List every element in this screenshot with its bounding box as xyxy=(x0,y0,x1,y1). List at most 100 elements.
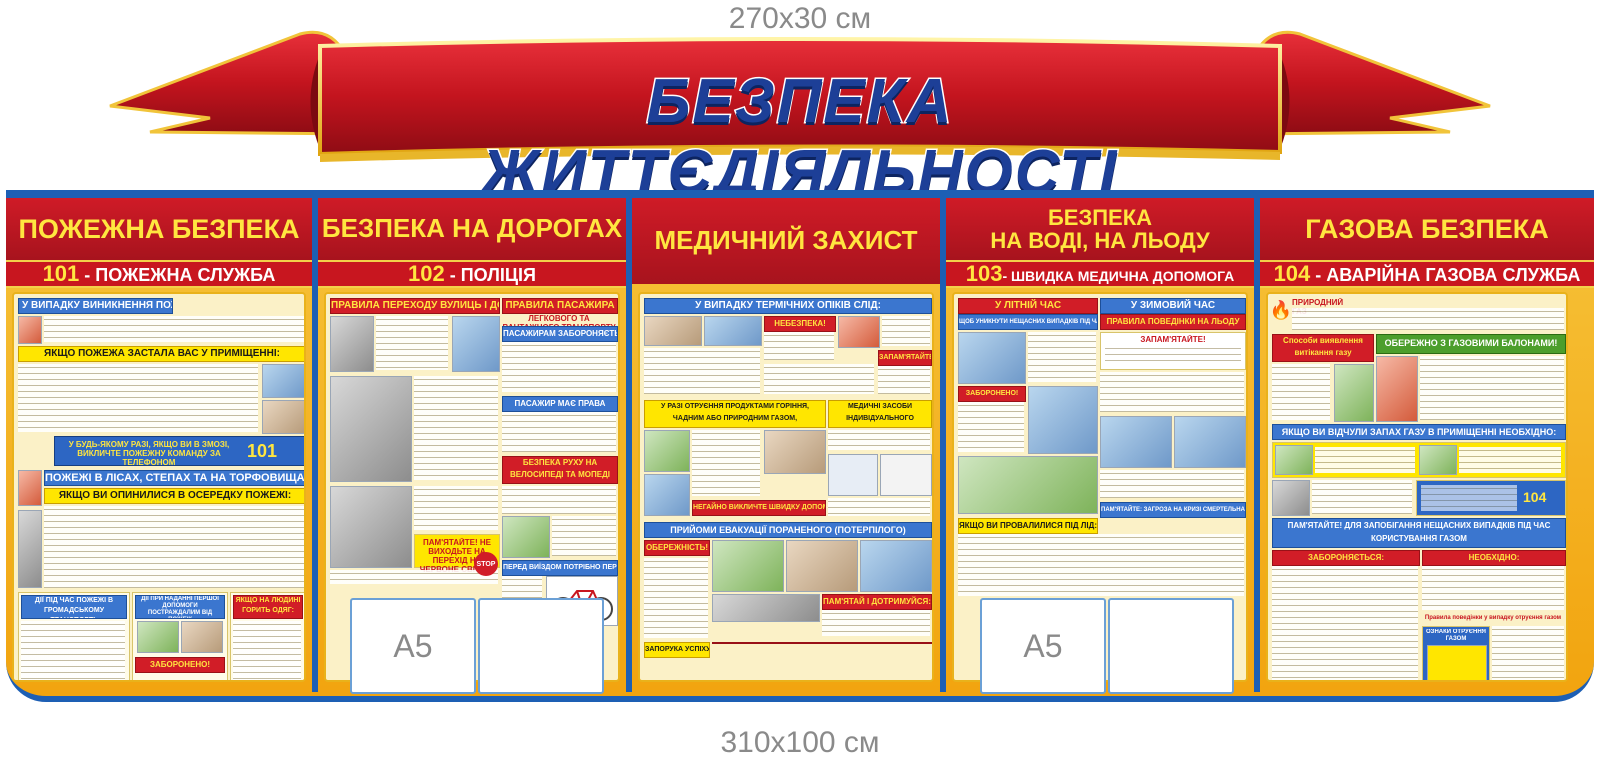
text-lines xyxy=(764,332,834,360)
gas-actions-box xyxy=(1272,442,1566,478)
illustration xyxy=(502,516,550,558)
text-lines xyxy=(414,376,498,480)
illustration xyxy=(262,400,304,434)
block-heading: У ЛІТНІЙ ЧАС xyxy=(958,298,1098,314)
fire-extinguisher-icon xyxy=(18,316,42,344)
call-gas-service-box: 104 xyxy=(1416,480,1566,516)
emergency-service: - ПОЖЕЖНА СЛУЖБА xyxy=(79,265,276,285)
panel-title: МЕДИЧНИЙ ЗАХИСТ xyxy=(632,198,940,284)
text-lines xyxy=(958,402,1024,452)
text-lines xyxy=(692,430,760,496)
illustration xyxy=(1419,445,1457,475)
emergency-service: - ШВИДКА МЕДИЧНА ДОПОМОГА xyxy=(1002,268,1235,284)
required-label: НЕОБХІДНО: xyxy=(1422,550,1566,566)
danger-label: НЕБЕЗПЕКА! xyxy=(764,316,836,332)
emergency-number-bar: 102 - ПОЛІЦІЯ xyxy=(318,260,626,288)
text-lines xyxy=(552,516,616,556)
a5-pocket: A5 xyxy=(350,598,476,694)
a5-pocket: A5 xyxy=(980,598,1106,694)
poisoning-rules-label: Правила поведінки у випадку отруєння газ… xyxy=(1424,615,1562,621)
text-lines xyxy=(828,498,930,516)
block-heading: ОБЕРЕЖНО З ГАЗОВИМИ БАЛОНАМИ! xyxy=(1376,334,1566,354)
lifeguard-illustration xyxy=(1028,386,1098,454)
emergency-number: 104 xyxy=(1273,261,1311,286)
illustration xyxy=(1334,364,1374,422)
text-lines xyxy=(878,366,930,394)
panel-fire-safety: ПОЖЕЖНА БЕЗПЕКА 101 - ПОЖЕЖНА СЛУЖБА У В… xyxy=(6,198,312,688)
text-lines xyxy=(1272,364,1330,420)
illustration xyxy=(644,430,690,472)
block-heading: ПАСАЖИРАМ ЗАБОРОНЯЄТЬСЯ: xyxy=(502,326,618,342)
panel-content: 🔥 ПРИРОДНИЙ ГАЗ Способи виявлення витіка… xyxy=(1266,292,1568,682)
ice-illustration xyxy=(1174,416,1246,468)
panel-medical-protection: МЕДИЧНИЙ ЗАХИСТ У ВИПАДКУ ТЕРМІЧНИХ ОПІК… xyxy=(632,198,940,688)
text-lines xyxy=(44,506,304,588)
illustration xyxy=(704,316,762,346)
first-aid-block: ДІЇ ПРИ НАДАННІ ПЕРШОЇ ДОПОМОГИ ПОСТРАЖД… xyxy=(132,592,228,680)
forbidden-label: ЗАБОРОНЯЄТЬСЯ: xyxy=(1272,550,1420,566)
banner-title: БЕЗПЕКА ЖИТТЄДІЯЛЬНОСТІ xyxy=(480,66,1119,209)
a5-pocket xyxy=(1108,598,1234,694)
text-lines xyxy=(18,364,258,432)
red-light-warning: ПАМ'ЯТАЙТЕ! НЕ ВИХОДЬТЕ НА ПЕРЕХІД НА ЧЕ… xyxy=(414,534,500,574)
gas-flame-icon: 🔥 xyxy=(1269,299,1293,320)
illustration xyxy=(1275,445,1313,475)
illustration xyxy=(137,621,179,653)
text-lines xyxy=(644,558,708,638)
block-heading: ПРАВИЛА ПЕРЕХОДУ ВУЛИЦЬ І ДОРІГ xyxy=(330,298,500,314)
block-heading: ПАСАЖИР МАЄ ПРАВА xyxy=(502,396,618,412)
ice-illustration xyxy=(1100,416,1172,468)
block-heading: ДІЇ ПРИ НАДАННІ ПЕРШОЇ ДОПОМОГИ ПОСТРАЖД… xyxy=(135,595,225,619)
gas-cylinder-illustration xyxy=(1376,356,1418,422)
transport-fire-block: ДІЇ ПІД ЧАС ПОЖЕЖІ В ГРОМАДСЬКОМУ ТРАНСП… xyxy=(18,592,130,680)
text-lines xyxy=(1105,345,1241,365)
illustration xyxy=(764,430,826,474)
text-lines xyxy=(1100,470,1244,498)
beach-illustration xyxy=(958,456,1098,514)
text-lines xyxy=(822,610,930,636)
panel-content: У ВИПАДКУ ВИНИКНЕННЯ ПОЖЕЖІ ЯКЩО ПОЖЕЖА … xyxy=(12,292,306,682)
block-heading: ПАМ'ЯТАЙТЕ! ДЛЯ ЗАПОБІГАННЯ НЕЩАСНИХ ВИП… xyxy=(1272,518,1566,548)
illustration xyxy=(1272,480,1310,516)
remember-label: ЗАПАМ'ЯТАЙТЕ! xyxy=(1140,335,1206,344)
illustration xyxy=(18,510,42,588)
panel-divider xyxy=(1254,198,1260,692)
illustration xyxy=(644,316,702,346)
remember-label: ЗАПАМ'ЯТАЙТЕ! xyxy=(878,350,932,366)
text-lines xyxy=(233,621,301,680)
block-heading: ПЕРЕД ВИЇЗДОМ ПОТРІБНО ПЕРЕВІРИТИ: xyxy=(502,560,618,576)
remember-follow-label: ПАМ'ЯТАЙ І ДОТРИМУЙСЯ: xyxy=(822,594,932,610)
text-lines xyxy=(1421,485,1517,511)
text-lines xyxy=(414,486,498,530)
illustration xyxy=(330,316,374,372)
gas-mask-illustration xyxy=(828,454,878,496)
panel-gas-safety: ГАЗОВА БЕЗПЕКА 104 - АВАРІЙНА ГАЗОВА СЛУ… xyxy=(1260,198,1594,688)
block-heading: У ВИПАДКУ ВИНИКНЕННЯ ПОЖЕЖІ xyxy=(18,298,173,314)
block-heading: ДІЇ ПІД ЧАС ПОЖЕЖІ В ГРОМАДСЬКОМУ ТРАНСП… xyxy=(21,595,127,619)
emergency-service: - АВАРІЙНА ГАЗОВА СЛУЖБА xyxy=(1310,265,1581,285)
poisoning-signs-box: ОЗНАКИ ОТРУЄННЯ ГАЗОМ xyxy=(1422,626,1490,680)
emergency-number-bar: 104 - АВАРІЙНА ГАЗОВА СЛУЖБА xyxy=(1260,260,1594,288)
swimming-illustration xyxy=(958,332,1026,384)
illustration xyxy=(262,364,304,398)
text-lines xyxy=(644,348,760,394)
block-heading: ПРАВИЛА ПОВЕДІНКИ НА ЛЬОДУ xyxy=(1100,314,1246,330)
ribbon-shape xyxy=(109,30,1491,162)
traffic-lights-illustration xyxy=(330,486,412,568)
text-lines xyxy=(502,486,616,514)
panel-divider xyxy=(940,198,946,692)
panel-title: ГАЗОВА БЕЗПЕКА xyxy=(1260,198,1594,260)
panel-title: БЕЗПЕКА НА ДОРОГАХ xyxy=(318,198,626,260)
text-lines xyxy=(376,316,448,370)
bottom-dimension-label: 310x100 см xyxy=(720,726,880,759)
emergency-number-bar: 101 - ПОЖЕЖНА СЛУЖБА xyxy=(6,260,312,288)
block-heading: У ВИПАДКУ ТЕРМІЧНИХ ОПІКІВ СЛІД: xyxy=(644,298,932,314)
illustration xyxy=(181,621,223,653)
first-aid-kit-illustration xyxy=(880,454,932,496)
panel-title: БЕЗПЕКА НА ВОДІ, НА ЛЬОДУ xyxy=(946,198,1254,260)
block-heading: ЯКЩО ВИ ПРОВАЛИЛИСЯ ПІД ЛІД: xyxy=(958,518,1098,534)
caution-label: ОБЕРЕЖНІСТЬ! xyxy=(644,540,710,556)
fire-icon xyxy=(18,470,42,506)
text-lines xyxy=(1315,447,1415,473)
